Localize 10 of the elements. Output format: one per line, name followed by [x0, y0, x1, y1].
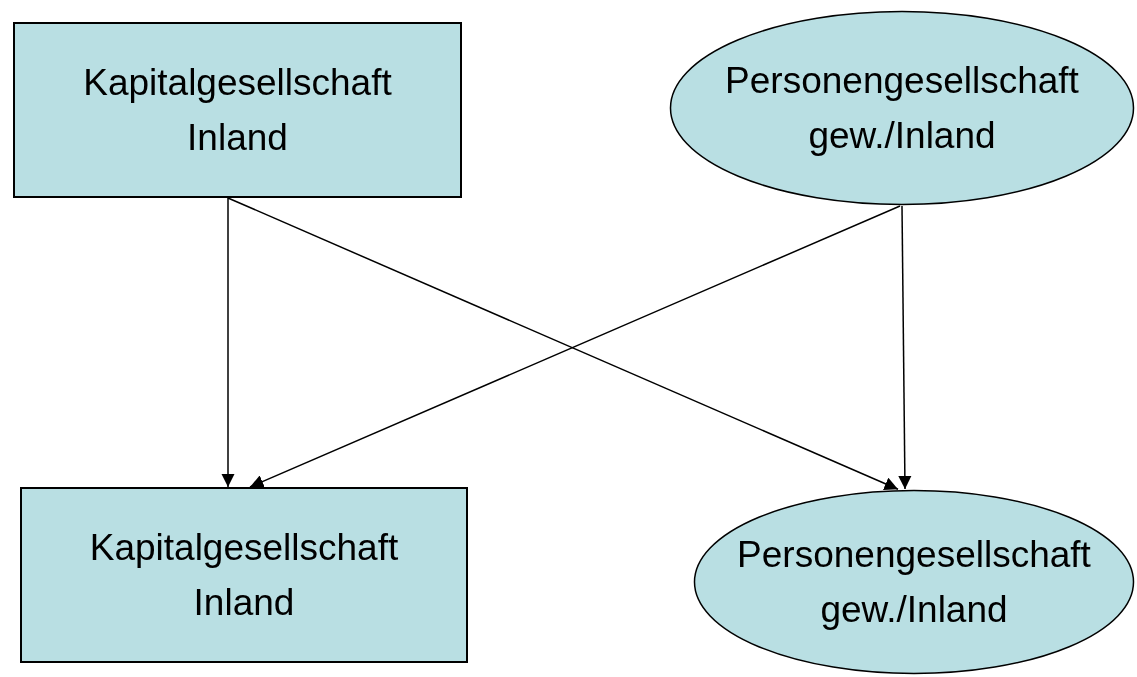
node-label: Kapitalgesellschaft Inland [82, 60, 393, 160]
node-label: Personengesellschaft gew./Inland [724, 58, 1080, 158]
ellipse-node [669, 10, 1135, 206]
node-label: Personengesellschaft gew./Inland [736, 532, 1092, 632]
ellipse-node [693, 489, 1135, 675]
process-box [20, 487, 468, 663]
arrow [898, 205, 912, 490]
process-box [13, 22, 462, 198]
node-label: Kapitalgesellschaft Inland [88, 525, 400, 625]
arrow [221, 197, 235, 488]
